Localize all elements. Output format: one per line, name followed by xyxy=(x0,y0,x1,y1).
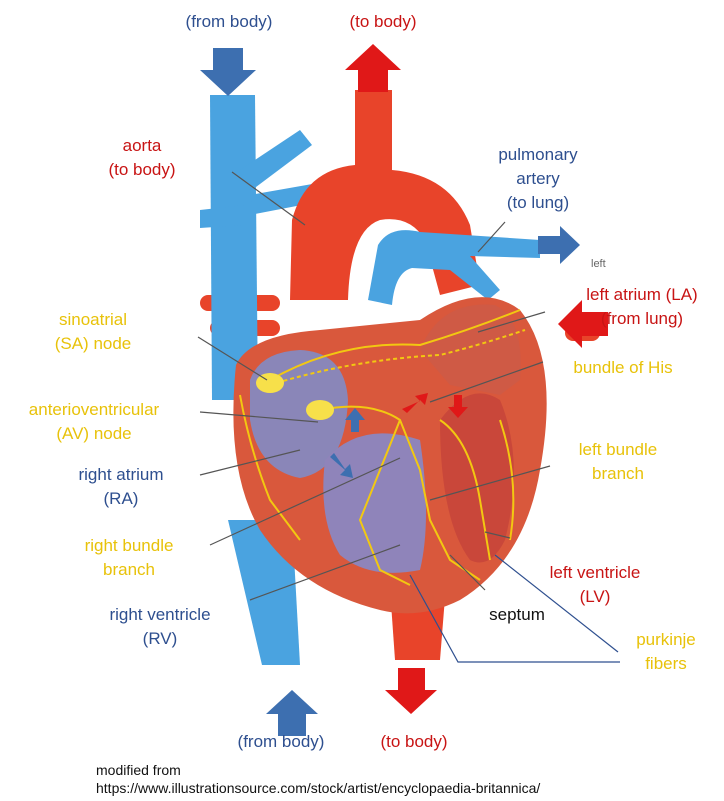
label-to-body-top: (to body) xyxy=(335,10,431,34)
label-left-ventricle: left ventricle(LV) xyxy=(530,561,660,609)
av-node xyxy=(306,400,334,420)
arrow-from-body-top xyxy=(200,48,256,96)
label-left-tag: left xyxy=(591,258,606,270)
label-to-body-bottom: (to body) xyxy=(366,730,462,754)
arrow-to-lung xyxy=(538,226,580,264)
label-from-body-bottom: (from body) xyxy=(222,730,340,754)
pulmonary-artery xyxy=(368,230,540,305)
arrow-to-body-bottom xyxy=(385,668,437,714)
label-right-atrium: right atrium(RA) xyxy=(64,463,178,511)
label-right-ventricle: right ventricle(RV) xyxy=(88,603,232,651)
credit-line-1: modified from xyxy=(96,762,181,778)
label-bundle-of-his: bundle of His xyxy=(553,356,693,380)
label-aorta: aorta(to body) xyxy=(92,134,192,182)
arrow-to-body-top xyxy=(345,44,401,92)
label-septum: septum xyxy=(472,603,562,627)
label-av-node: anterioventricular(AV) node xyxy=(4,398,184,446)
label-from-body-top: (from body) xyxy=(170,10,288,34)
label-sa-node: sinoatrial(SA) node xyxy=(34,308,152,356)
right-ventricle-cavity xyxy=(323,433,426,573)
label-left-atrium: left atrium (LA)(from lung) xyxy=(568,283,716,331)
credit-line-2: https://www.illustrationsource.com/stock… xyxy=(96,780,540,796)
